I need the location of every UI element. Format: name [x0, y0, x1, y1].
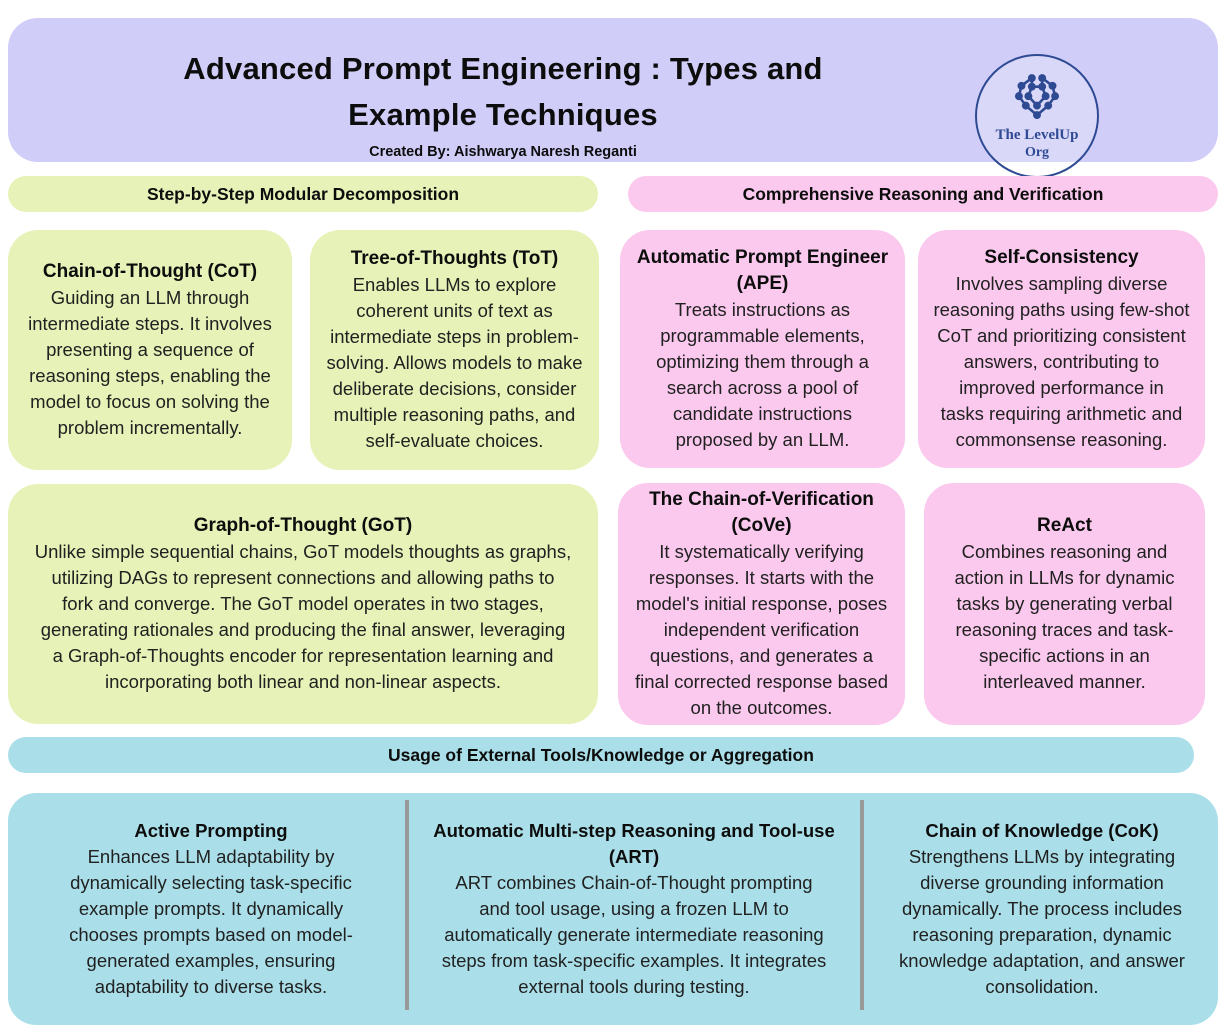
header-banner: Advanced Prompt Engineering : Types and …	[8, 18, 1218, 178]
column-title: Automatic Multi-step Reasoning and Tool-…	[433, 820, 835, 867]
card-tree-of-thoughts: Tree-of-Thoughts (ToT) Enables LLMs to e…	[310, 230, 599, 470]
card-graph-of-thought: Graph-of-Thought (GoT) Unlike simple seq…	[8, 484, 598, 724]
section-header-reasoning-verification: Comprehensive Reasoning and Verification	[628, 176, 1218, 212]
column-active-prompting: Active Prompting Enhances LLM adaptabili…	[26, 793, 396, 1025]
external-tools-panel: Active Prompting Enhances LLM adaptabili…	[8, 793, 1218, 1025]
page-title: Advanced Prompt Engineering : Types and …	[183, 51, 823, 132]
card-react: ReAct Combines reasoning and action in L…	[924, 483, 1205, 725]
column-divider	[405, 800, 409, 1010]
network-nodes-icon	[1014, 74, 1060, 120]
card-title: The Chain-of-Verification (CoVe)	[649, 489, 874, 536]
card-body: Enables LLMs to explore coherent units o…	[326, 274, 583, 451]
column-body: Strengthens LLMs by integrating diverse …	[899, 846, 1185, 997]
card-body: Treats instructions as programmable elem…	[656, 299, 869, 450]
column-body: ART combines Chain-of-Thought prompting …	[441, 872, 827, 997]
section-header-external-tools: Usage of External Tools/Knowledge or Agg…	[8, 737, 1194, 773]
section-header-label: Comprehensive Reasoning and Verification	[742, 183, 1104, 204]
column-title: Chain of Knowledge (CoK)	[925, 820, 1159, 841]
section-header-modular-decomposition: Step-by-Step Modular Decomposition	[8, 176, 598, 212]
card-title: Graph-of-Thought (GoT)	[193, 515, 413, 536]
card-title: Automatic Prompt Engineer (APE)	[636, 247, 889, 294]
card-body: Combines reasoning and action in LLMs fo…	[954, 541, 1175, 692]
page-subtitle: Created By: Aishwarya Naresh Reganti	[369, 144, 637, 160]
card-title: Chain-of-Thought (CoT)	[42, 261, 258, 282]
levelup-org-logo: The LevelUp Org	[975, 54, 1099, 178]
card-self-consistency: Self-Consistency Involves sampling diver…	[918, 230, 1205, 468]
card-body: It systematically verifying responses. I…	[635, 541, 888, 718]
card-body: Unlike simple sequential chains, GoT mod…	[34, 541, 572, 692]
header-titles: Advanced Prompt Engineering : Types and …	[68, 46, 938, 160]
card-chain-of-verification: The Chain-of-Verification (CoVe) It syst…	[618, 483, 905, 725]
card-title: Self-Consistency	[984, 247, 1139, 268]
card-automatic-prompt-engineer: Automatic Prompt Engineer (APE) Treats i…	[620, 230, 905, 468]
column-art: Automatic Multi-step Reasoning and Tool-…	[418, 793, 850, 1025]
card-body: Involves sampling diverse reasoning path…	[933, 273, 1190, 450]
card-title: Tree-of-Thoughts (ToT)	[350, 248, 559, 269]
logo-text: The LevelUp Org	[996, 126, 1079, 162]
card-title: ReAct	[1037, 515, 1092, 536]
column-divider	[860, 800, 864, 1010]
card-body: Guiding an LLM through intermediate step…	[28, 287, 272, 438]
column-chain-of-knowledge: Chain of Knowledge (CoK) Strengthens LLM…	[874, 793, 1210, 1025]
section-header-label: Usage of External Tools/Knowledge or Agg…	[388, 744, 814, 765]
column-body: Enhances LLM adaptability by dynamically…	[69, 846, 353, 997]
logo-text-line1: The LevelUp	[995, 127, 1079, 143]
card-chain-of-thought: Chain-of-Thought (CoT) Guiding an LLM th…	[8, 230, 292, 470]
logo-text-line2: Org	[1024, 145, 1050, 160]
column-title: Active Prompting	[134, 820, 288, 841]
section-header-label: Step-by-Step Modular Decomposition	[146, 183, 460, 204]
